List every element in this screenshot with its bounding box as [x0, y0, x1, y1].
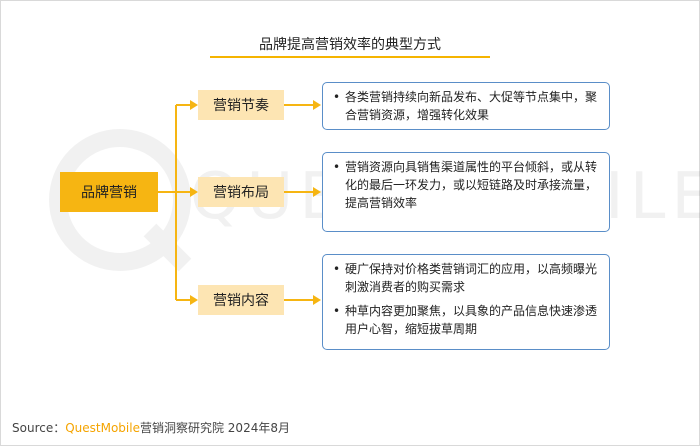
bullet-item: • 各类营销持续向新品发布、大促等节点集中，聚合营销资源，增强转化效果 [333, 88, 601, 124]
source-brand: QuestMobile [65, 421, 140, 435]
bullet-item: • 营销资源向具销售渠道属性的平台倾斜，或从转化的最后一环发力，或以短链路及时承… [333, 158, 601, 212]
desc-box-content: • 硬广保持对价格类营销词汇的应用，以高频曝光刺激消费者的购买需求 • 种草内容… [322, 254, 610, 350]
source-suffix: 营销洞察研究院 2024年8月 [139, 421, 290, 435]
bullet-dot: • [333, 304, 341, 318]
bullet-text: 硬广保持对价格类营销词汇的应用，以高频曝光刺激消费者的购买需求 [345, 262, 598, 294]
branch-node-rhythm: 营销节奏 [198, 90, 284, 120]
bullet-text: 各类营销持续向新品发布、大促等节点集中，聚合营销资源，增强转化效果 [345, 90, 598, 122]
bullet-text: 营销资源向具销售渠道属性的平台倾斜，或从转化的最后一环发力，或以短链路及时承接流… [345, 160, 598, 210]
branch-node-layout: 营销布局 [198, 177, 284, 207]
bullet-text: 种草内容更加聚焦，以具象的产品信息快速渗透用户心智，缩短拔草周期 [345, 304, 598, 336]
root-node: 品牌营销 [60, 172, 158, 212]
page-title: 品牌提高营销效率的典型方式 [259, 37, 441, 53]
bullet-dot: • [333, 90, 341, 104]
desc-box-rhythm: • 各类营销持续向新品发布、大促等节点集中，聚合营销资源，增强转化效果 [322, 82, 610, 130]
branch-node-content: 营销内容 [198, 285, 284, 315]
bullet-item: • 硬广保持对价格类营销词汇的应用，以高频曝光刺激消费者的购买需求 [333, 260, 601, 296]
bullet-item: • 种草内容更加聚焦，以具象的产品信息快速渗透用户心智，缩短拔草周期 [333, 302, 601, 338]
source-prefix: Source： [12, 421, 66, 435]
bullet-dot: • [333, 262, 341, 276]
bullet-dot: • [333, 160, 341, 174]
watermark-logo-icon [49, 129, 192, 272]
source-note: Source：QuestMobile营销洞察研究院 2024年8月 [12, 419, 290, 436]
title-underline [210, 56, 490, 58]
desc-box-layout: • 营销资源向具销售渠道属性的平台倾斜，或从转化的最后一环发力，或以短链路及时承… [322, 152, 610, 232]
